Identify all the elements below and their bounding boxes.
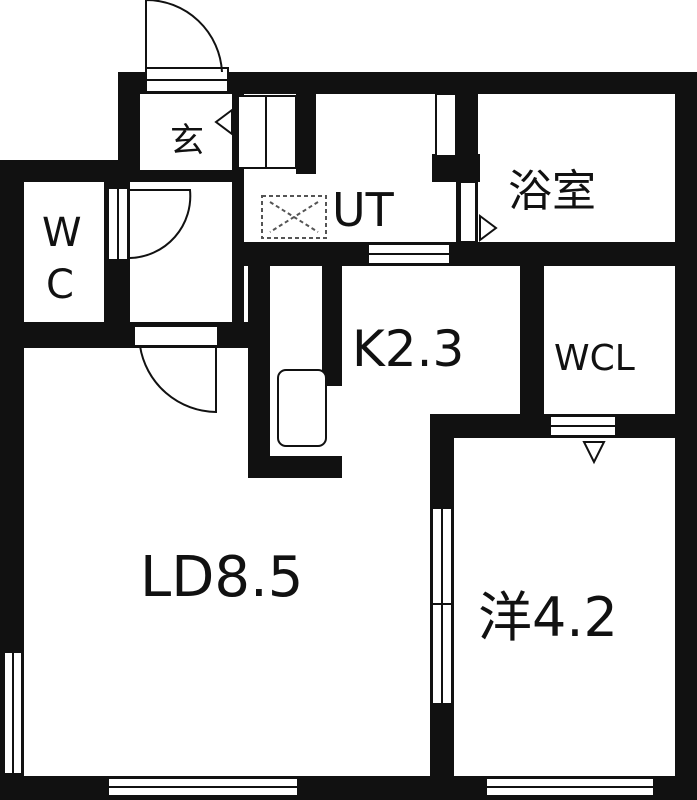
bath-door-frame <box>459 181 477 243</box>
label-ut: UT <box>332 183 395 237</box>
label-bath: 浴室 <box>508 166 596 217</box>
western-arrow-icon <box>582 441 606 465</box>
room-labels: 玄 UT 浴室 W C K2.3 WCL LD8.5 洋4.2 <box>42 121 635 649</box>
label-genkan: 玄 <box>170 121 204 161</box>
ut-window <box>435 93 457 157</box>
label-ld: LD8.5 <box>140 545 303 610</box>
wc-door-swing <box>129 189 192 259</box>
label-wcl: WCL <box>554 338 635 379</box>
entry-markers <box>214 108 606 465</box>
ld-door-swing <box>139 345 217 414</box>
label-kitchen: K2.3 <box>352 320 464 378</box>
kitchen-sink-icon <box>277 369 327 447</box>
washer-space-icon <box>261 195 327 239</box>
label-wc-w: W <box>42 210 82 256</box>
label-western: 洋4.2 <box>478 586 618 649</box>
entrance-door-swing <box>145 0 223 73</box>
door-swings <box>129 0 223 414</box>
windows <box>3 67 655 797</box>
genkan-arrow-icon <box>214 108 233 136</box>
ld-door-frame <box>133 325 219 347</box>
bath-arrow-icon <box>479 214 498 242</box>
label-wc-c: C <box>46 262 74 308</box>
